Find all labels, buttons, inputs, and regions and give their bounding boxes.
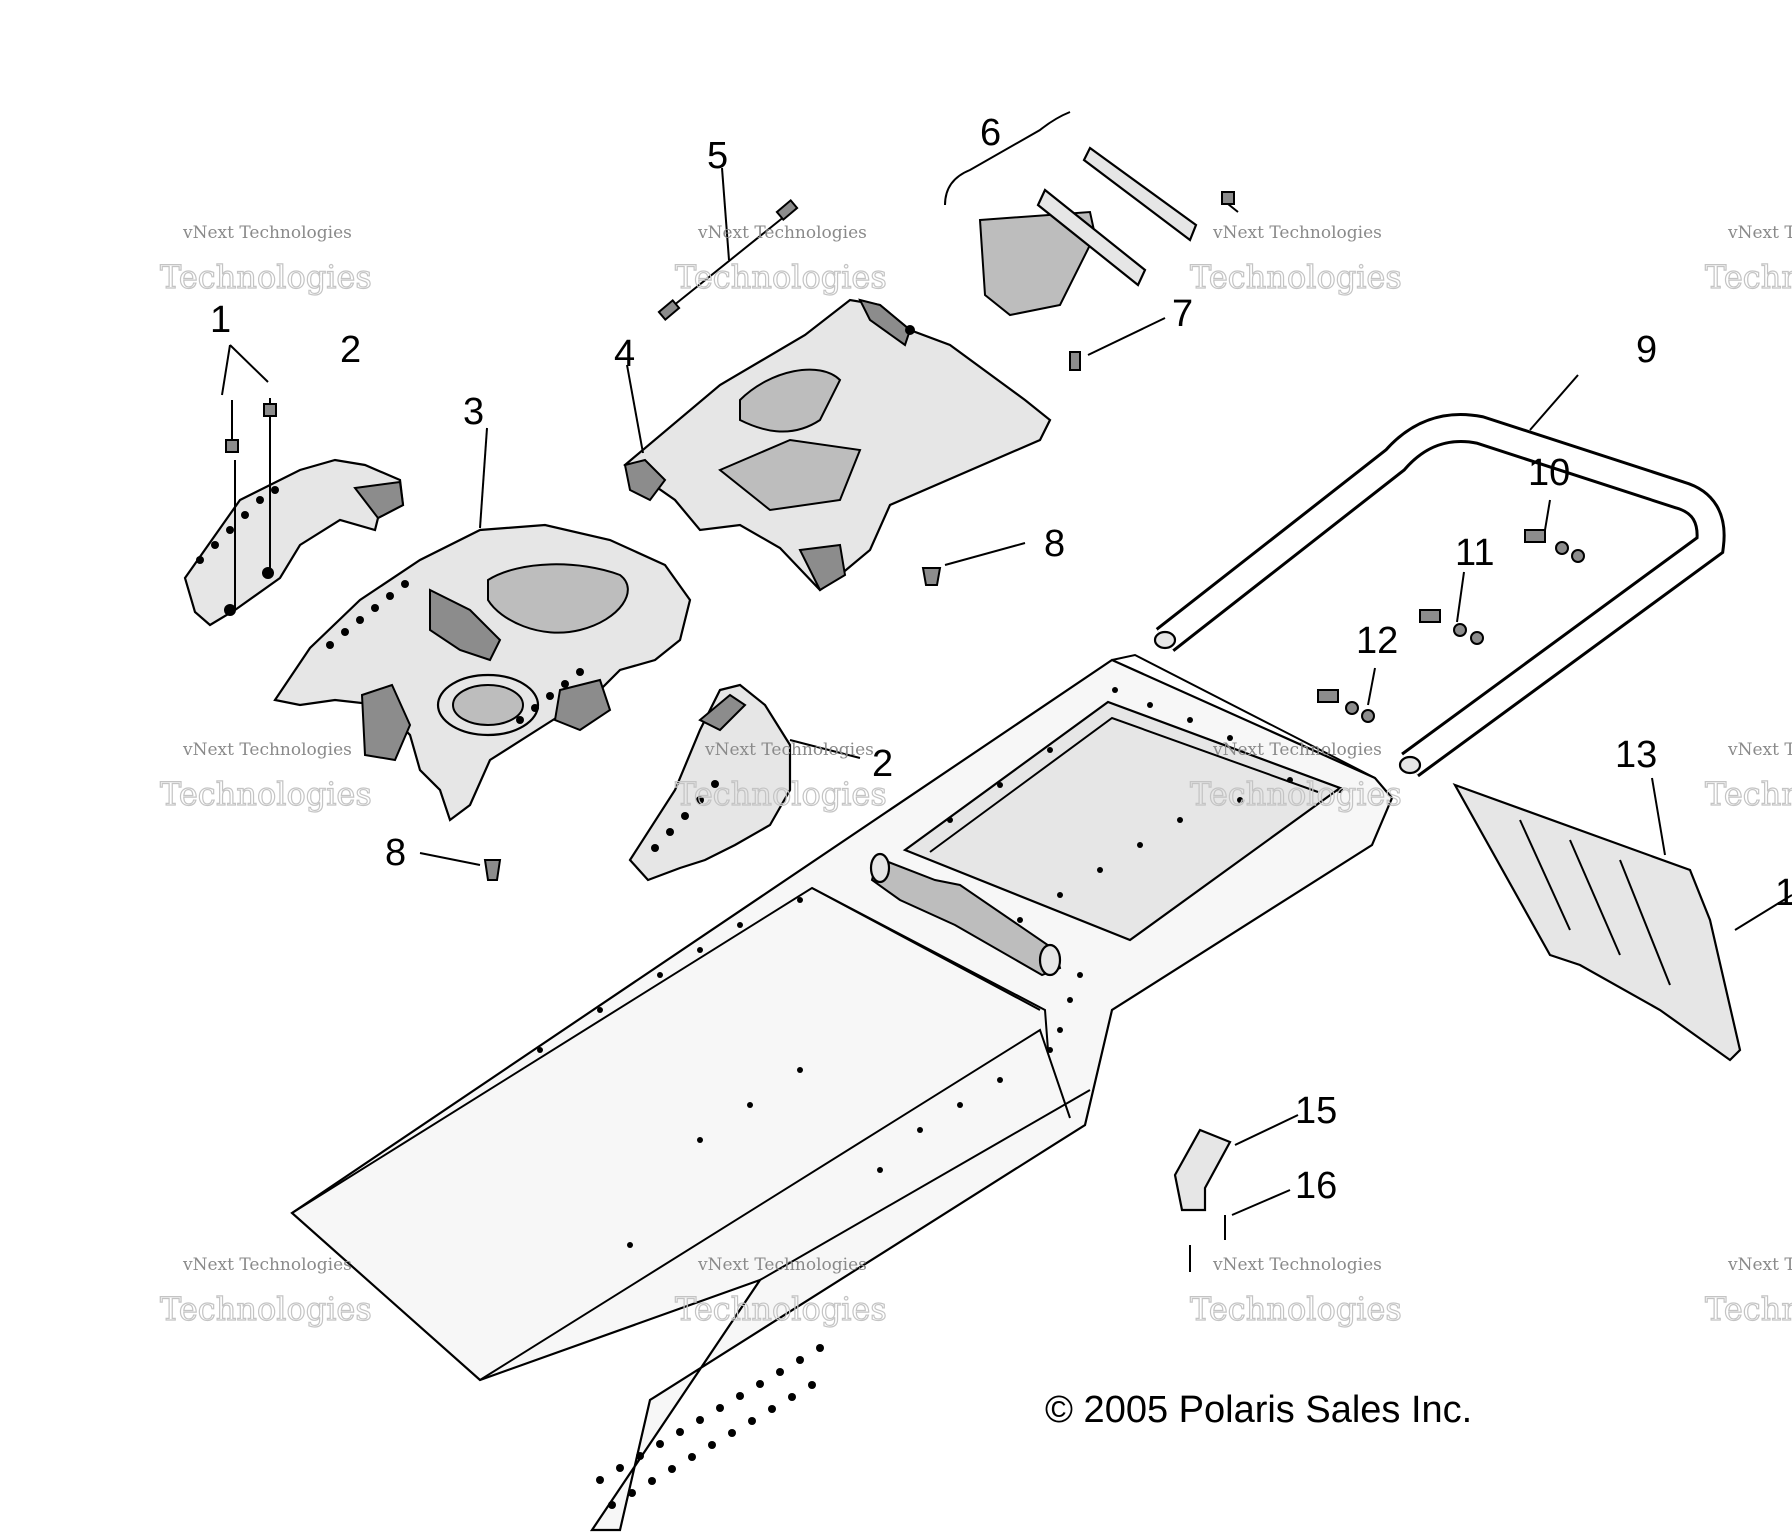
part-tail-light: [944, 111, 1239, 371]
part-cable: [657, 167, 799, 322]
callout-6: 6: [980, 112, 1001, 154]
part-bolts: [1317, 499, 1585, 723]
svg-text:Technologies: Technologies: [160, 258, 372, 296]
panel-rivets-right: [651, 780, 719, 852]
part-fasteners-8: [419, 542, 1026, 881]
part-rear-housing: [273, 427, 692, 822]
svg-text:Technologies: Technologies: [1190, 258, 1402, 296]
svg-text:Technologies: Technologies: [1190, 775, 1402, 813]
callout-9: 9: [1636, 329, 1657, 371]
svg-text:Technologies: Technologies: [160, 775, 372, 813]
callout-15: 15: [1295, 1090, 1337, 1132]
panel-rivets: [196, 486, 279, 564]
svg-text:Technologies: Technologies: [1705, 775, 1792, 813]
callout-2-left: 2: [340, 329, 361, 371]
svg-text:vNext Technologies: vNext Technologies: [1212, 740, 1382, 760]
callout-8-bottom: 8: [385, 832, 406, 874]
callout-10: 10: [1528, 452, 1570, 494]
svg-text:Technologies: Technologies: [675, 775, 887, 813]
callout-2-right: 2: [872, 743, 893, 785]
callout-8-top: 8: [1044, 523, 1065, 565]
housing-rivets: [326, 580, 584, 724]
svg-text:Technologies: Technologies: [160, 1290, 372, 1328]
callout-16: 16: [1295, 1165, 1337, 1207]
svg-text:Technologies: Technologies: [675, 1290, 887, 1328]
svg-text:vNext Technologies: vNext Technologies: [1727, 740, 1792, 760]
copyright-text: © 2005 Polaris Sales Inc.: [1045, 1389, 1472, 1431]
svg-text:vNext Technologies: vNext Technologies: [1727, 223, 1792, 243]
part-side-panel-left: [183, 458, 405, 627]
callout-11: 11: [1455, 532, 1494, 574]
callout-12: 12: [1356, 620, 1398, 662]
svg-text:vNext Technologies: vNext Technologies: [1212, 223, 1382, 243]
svg-text:vNext Technologies: vNext Technologies: [697, 223, 867, 243]
watermarks: vNext Technologies Technologies vNext Te…: [159, 223, 1792, 1329]
svg-text:vNext Technologies: vNext Technologies: [1212, 1255, 1382, 1275]
callout-labels: 1 2 3 4 5 6 7 8 9 10 11 12 13 1 15 16 2 …: [210, 112, 1792, 1207]
callout-1-right: 1: [1775, 872, 1792, 914]
svg-text:vNext Technologies: vNext Technologies: [182, 740, 352, 760]
part-grab-bar: [1153, 374, 1726, 778]
callout-3: 3: [463, 391, 484, 433]
svg-text:Technologies: Technologies: [1705, 1290, 1792, 1328]
callout-7: 7: [1172, 293, 1193, 335]
callout-4: 4: [614, 333, 635, 375]
tunnel-rivets: [537, 687, 1343, 1509]
part-bracket: [1173, 1114, 1299, 1272]
tunnel-chassis: [290, 653, 1394, 1532]
part-screws-1: [221, 344, 277, 610]
svg-text:vNext Technologies: vNext Technologies: [697, 1255, 867, 1275]
callout-5: 5: [707, 135, 728, 177]
svg-text:vNext Technologies: vNext Technologies: [704, 740, 874, 760]
svg-text:vNext Technologies: vNext Technologies: [182, 223, 352, 243]
callout-13: 13: [1615, 734, 1657, 776]
part-side-panel-right: [628, 683, 861, 882]
svg-text:Technologies: Technologies: [1705, 258, 1792, 296]
svg-text:Technologies: Technologies: [1190, 1290, 1402, 1328]
svg-text:Technologies: Technologies: [675, 258, 887, 296]
part-rear-cover: [623, 298, 1052, 592]
svg-text:vNext Technologies: vNext Technologies: [182, 1255, 352, 1275]
svg-text:vNext Technologies: vNext Technologies: [1727, 1255, 1792, 1275]
callout-1: 1: [210, 299, 231, 341]
part-snow-flap: [1452, 777, 1792, 1062]
